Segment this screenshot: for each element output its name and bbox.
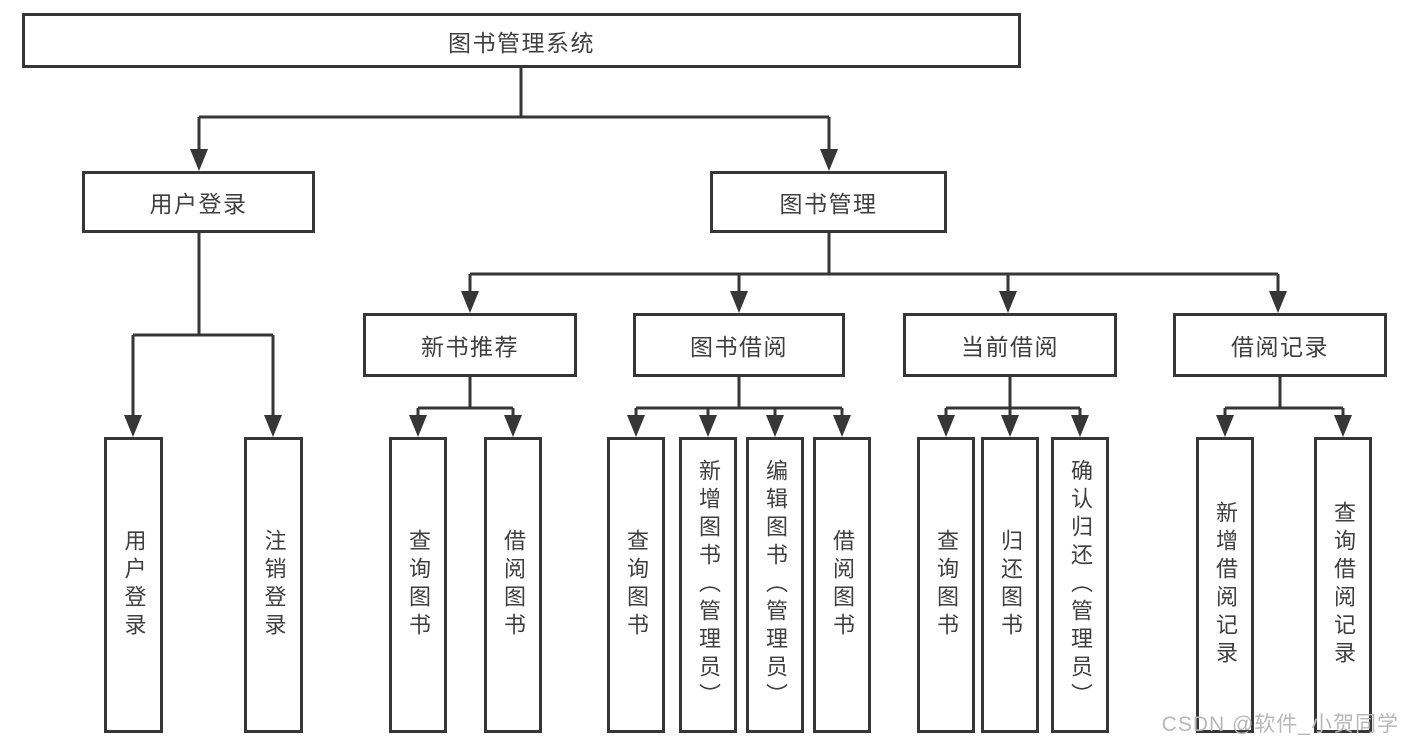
node-label: 用户登录 <box>149 191 248 217</box>
node-query-books-current: 查询图书 <box>917 437 975 733</box>
node-label: 借阅图书 <box>501 529 526 641</box>
node-logout-action: 注销登录 <box>244 437 303 733</box>
node-label: 编辑图书（管理员） <box>763 459 788 711</box>
node-query-books-recommend: 查询图书 <box>389 437 447 733</box>
node-user-login-action: 用户登录 <box>104 437 163 733</box>
node-label: 用户登录 <box>121 529 147 641</box>
node-label: 归还图书 <box>998 529 1023 641</box>
node-book-borrowing: 图书借阅 <box>633 313 845 377</box>
node-label: 新书推荐 <box>421 334 519 360</box>
node-book-management-module: 图书管理 <box>710 171 947 233</box>
arrowhead-icons <box>124 149 1352 437</box>
node-borrow-books: 借阅图书 <box>813 437 871 733</box>
node-current-borrowing: 当前借阅 <box>903 313 1117 377</box>
node-label: 新增图书（管理员） <box>696 459 721 711</box>
node-borrow-books-recommend: 借阅图书 <box>484 437 542 733</box>
node-label: 查询图书 <box>406 529 431 641</box>
node-label: 查询借阅记录 <box>1331 501 1356 669</box>
node-user-login-module: 用户登录 <box>82 171 315 233</box>
node-borrowing-records: 借阅记录 <box>1173 313 1387 377</box>
node-add-books-admin: 新增图书（管理员） <box>679 437 737 733</box>
node-root-system: 图书管理系统 <box>22 13 1021 68</box>
node-query-borrow-record: 查询借阅记录 <box>1314 437 1372 733</box>
node-label: 借阅图书 <box>830 529 855 641</box>
node-label: 当前借阅 <box>961 334 1059 360</box>
node-label: 注销登录 <box>261 529 287 641</box>
node-label: 图书管理系统 <box>448 29 595 56</box>
node-label: 查询图书 <box>934 529 959 641</box>
node-label: 借阅记录 <box>1231 334 1329 360</box>
node-new-book-recommendation: 新书推荐 <box>363 313 577 377</box>
node-label: 图书管理 <box>779 191 878 217</box>
node-label: 查询图书 <box>624 529 649 641</box>
node-add-borrow-record: 新增借阅记录 <box>1196 437 1254 733</box>
node-return-books: 归还图书 <box>981 437 1039 733</box>
node-query-books-borrowing: 查询图书 <box>607 437 665 733</box>
node-label: 新增借阅记录 <box>1213 501 1238 669</box>
node-edit-books-admin: 编辑图书（管理员） <box>746 437 804 733</box>
node-label: 图书借阅 <box>690 334 788 360</box>
node-label: 确认归还（管理员） <box>1068 459 1093 711</box>
node-confirm-return-admin: 确认归还（管理员） <box>1051 437 1109 733</box>
